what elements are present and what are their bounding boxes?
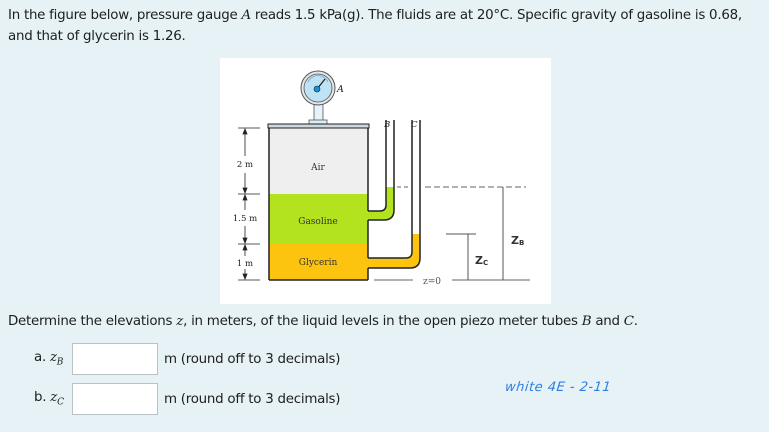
- answer-unit-zc: m (round off to 3 decimals): [164, 391, 341, 407]
- handwritten-note: white 4E - 2-11: [504, 380, 612, 395]
- answer-label-zc: b. zC: [34, 390, 72, 408]
- air-label: Air: [310, 163, 325, 173]
- zb-label-sub: B: [519, 239, 524, 247]
- answer-prefix-b: b.: [34, 390, 51, 406]
- answer-var-b: z: [50, 390, 58, 406]
- zc-label-main: Z: [475, 254, 483, 267]
- air-layer: [269, 128, 368, 194]
- tube-c-symbol: C: [623, 314, 634, 329]
- piezometer-tube-c: [368, 120, 421, 269]
- tube-c-label: C: [411, 120, 418, 130]
- answer-label-zb: a. zB: [34, 350, 72, 368]
- glycerin-label: Glycerin: [299, 258, 338, 268]
- dimension-lines: [238, 127, 260, 281]
- gasoline-label: Gasoline: [298, 217, 337, 227]
- question-text: Determine the elevations z, in meters, o…: [8, 314, 638, 329]
- gauge-symbol: A: [241, 8, 251, 23]
- dim-gasoline-label: 1.5 m: [233, 214, 257, 224]
- zb-label: ZB: [511, 234, 524, 247]
- gauge-label: A: [336, 84, 344, 95]
- question-and: and: [591, 314, 624, 329]
- answer-row-zc: b. zC m (round off to 3 decimals): [34, 382, 341, 416]
- answer-prefix-a: a.: [34, 350, 50, 366]
- tube-b-symbol: B: [581, 314, 592, 329]
- answer-sub-b: C: [57, 397, 64, 408]
- intro-text-1: In the figure below, pressure gauge: [8, 8, 242, 23]
- answer-unit-zb: m (round off to 3 decimals): [164, 351, 341, 367]
- zc-answer-input[interactable]: [72, 383, 158, 415]
- zb-answer-input[interactable]: [72, 343, 158, 375]
- problem-statement: In the figure below, pressure gauge A re…: [8, 5, 768, 47]
- question-text-2: , in meters, of the liquid levels in the…: [183, 314, 582, 329]
- intro-text-2: reads 1.5 kPa(g). The fluids are at 20°C…: [8, 8, 742, 44]
- question-end: .: [633, 314, 638, 329]
- tank-piezometer-figure: A B C Air Gasoline Glycerin: [220, 58, 551, 304]
- answer-var-a: z: [49, 350, 57, 366]
- tube-b-label: B: [383, 120, 390, 130]
- question-text-1: Determine the elevations: [8, 314, 177, 329]
- datum-label: z=0: [423, 277, 441, 287]
- zc-label: ZC: [475, 254, 488, 267]
- piezometer-tube-b: [368, 120, 395, 221]
- dim-glycerin-label: 1 m: [237, 259, 253, 269]
- z-symbol: z: [176, 314, 184, 329]
- gauge-icon: [300, 70, 336, 126]
- tank-lid: [267, 123, 370, 129]
- glycerin-layer: [269, 244, 368, 280]
- zc-label-sub: C: [483, 259, 488, 267]
- answer-row-zb: a. zB m (round off to 3 decimals): [34, 342, 341, 376]
- answer-sub-a: B: [56, 357, 64, 368]
- zb-label-main: Z: [511, 234, 519, 247]
- figure-overlay: A B C Air Gasoline Glycerin: [233, 70, 530, 287]
- gasoline-layer: [269, 194, 368, 244]
- dim-air-label: 2 m: [237, 160, 253, 170]
